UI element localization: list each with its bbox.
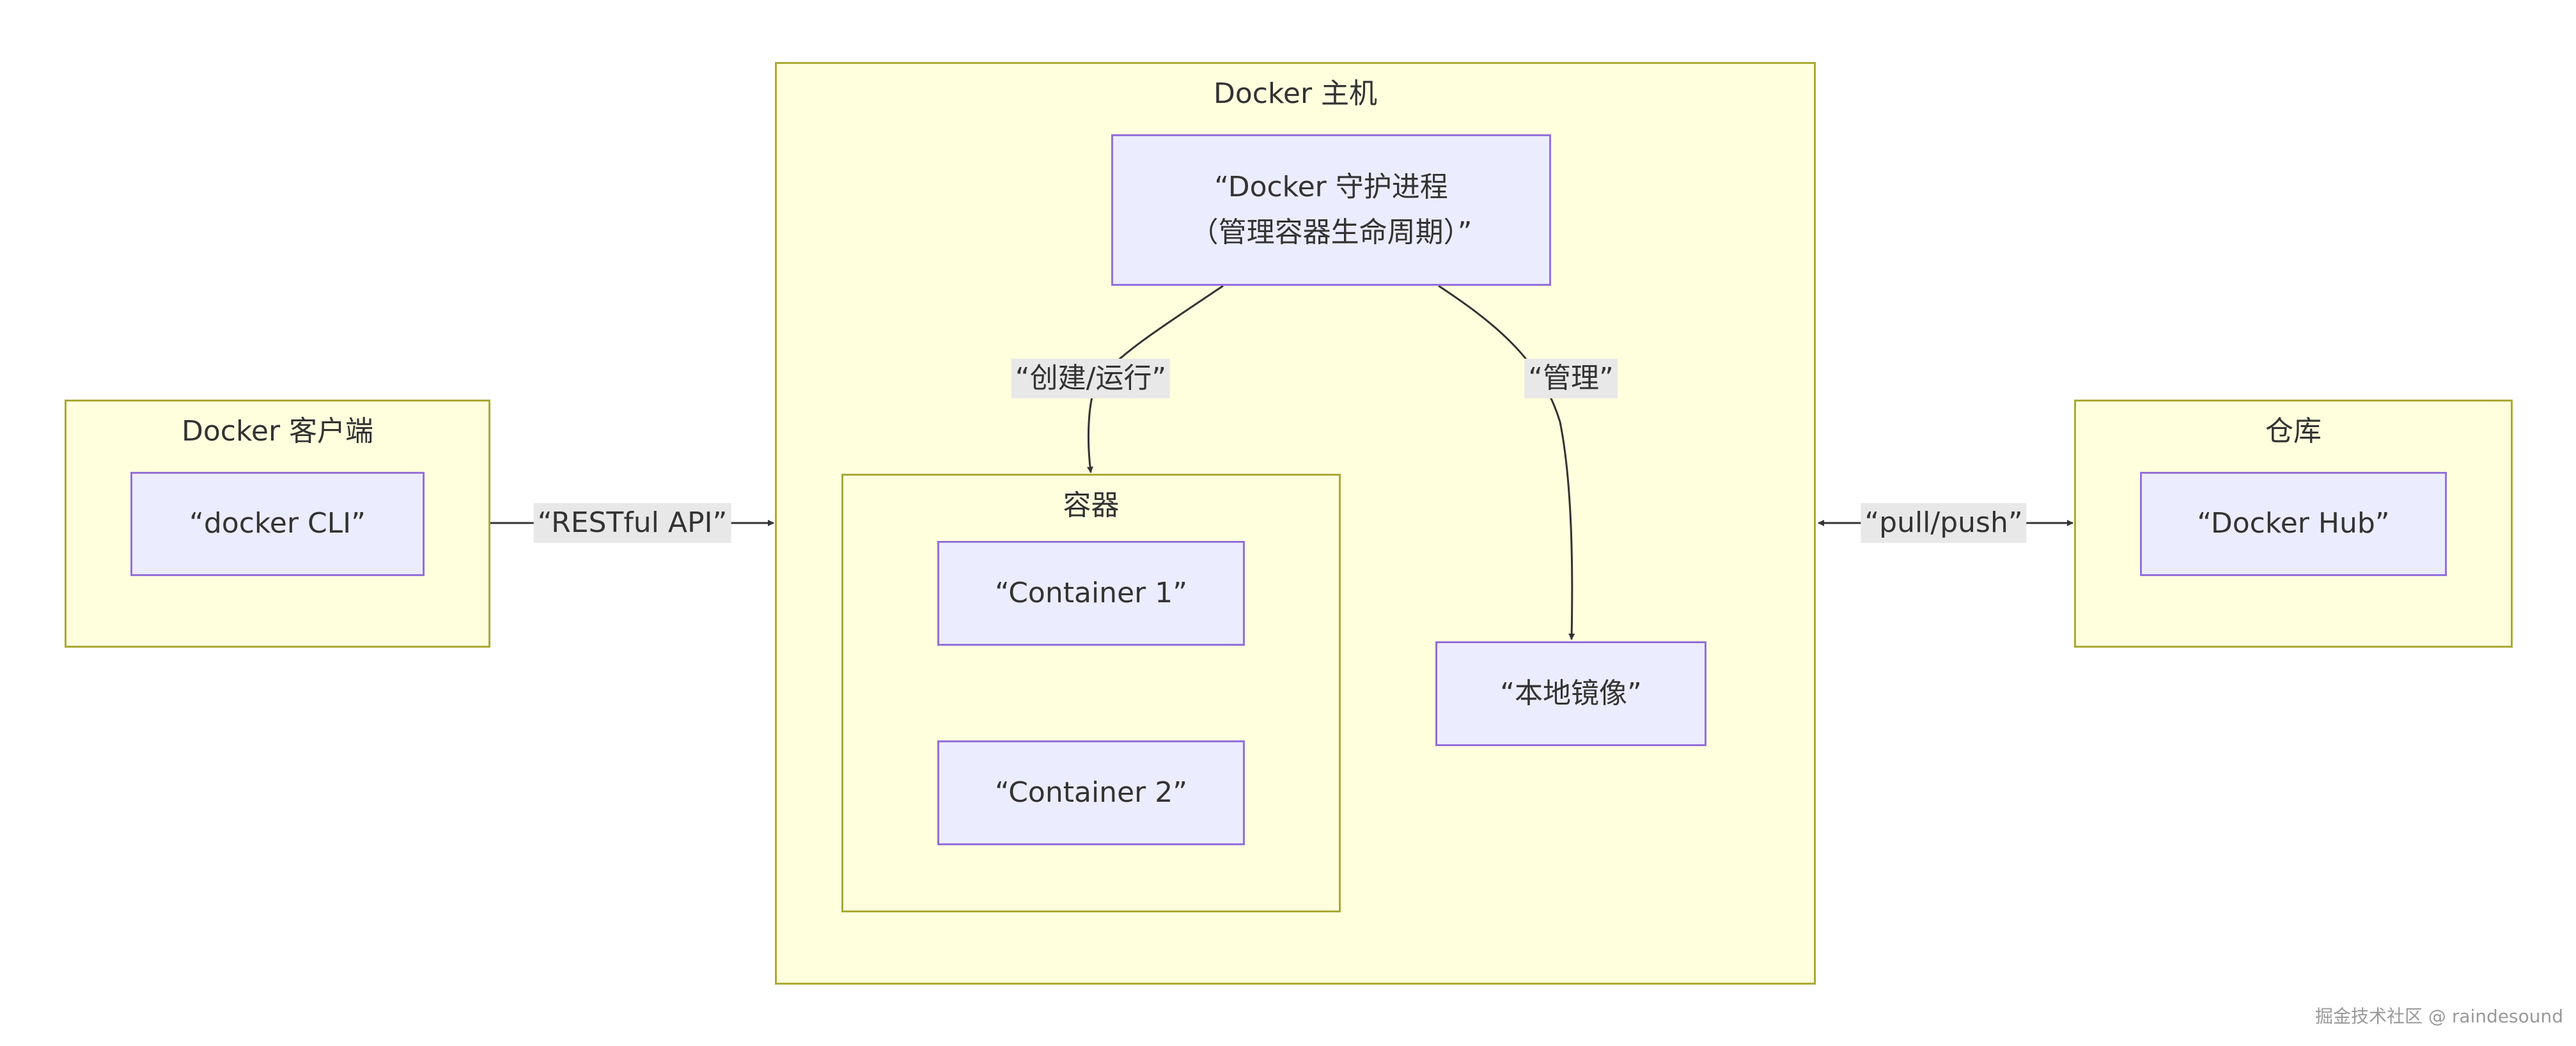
edge-label-pull-push: “pull/push” [1861, 503, 2027, 543]
node-container-2: “Container 2” [937, 740, 1245, 845]
node-container-1: “Container 1” [937, 541, 1245, 646]
node-local-images-label: “本地镜像” [1500, 676, 1642, 710]
cluster-title-registry: 仓库 [2265, 415, 2322, 448]
cluster-title-containers: 容器 [1063, 489, 1120, 522]
node-docker-cli-label: “docker CLI” [189, 507, 366, 540]
node-docker-daemon: “Docker 守护进程 （管理容器生命周期）” [1111, 134, 1551, 286]
node-docker-hub: “Docker Hub” [2140, 472, 2447, 576]
edge-label-manage: “管理” [1524, 359, 1618, 398]
node-container-1-label: “Container 1” [994, 576, 1188, 609]
node-daemon-line1: “Docker 守护进程 [1214, 171, 1448, 204]
edge-label-create-run: “创建/运行” [1011, 359, 1171, 398]
watermark: 掘金技术社区 @ raindesound [2315, 1006, 2563, 1027]
node-daemon-line2: （管理容器生命周期）” [1190, 215, 1472, 249]
edge-label-restful-api: “RESTful API” [533, 503, 731, 543]
node-docker-hub-label: “Docker Hub” [2197, 507, 2390, 540]
edge-manage [1438, 285, 1575, 640]
node-container-2-label: “Container 2” [994, 776, 1188, 809]
cluster-title-host: Docker 主机 [1213, 77, 1378, 110]
node-local-images: “本地镜像” [1435, 641, 1706, 746]
node-docker-cli: “docker CLI” [130, 472, 425, 576]
cluster-title-client: Docker 客户端 [181, 415, 374, 448]
